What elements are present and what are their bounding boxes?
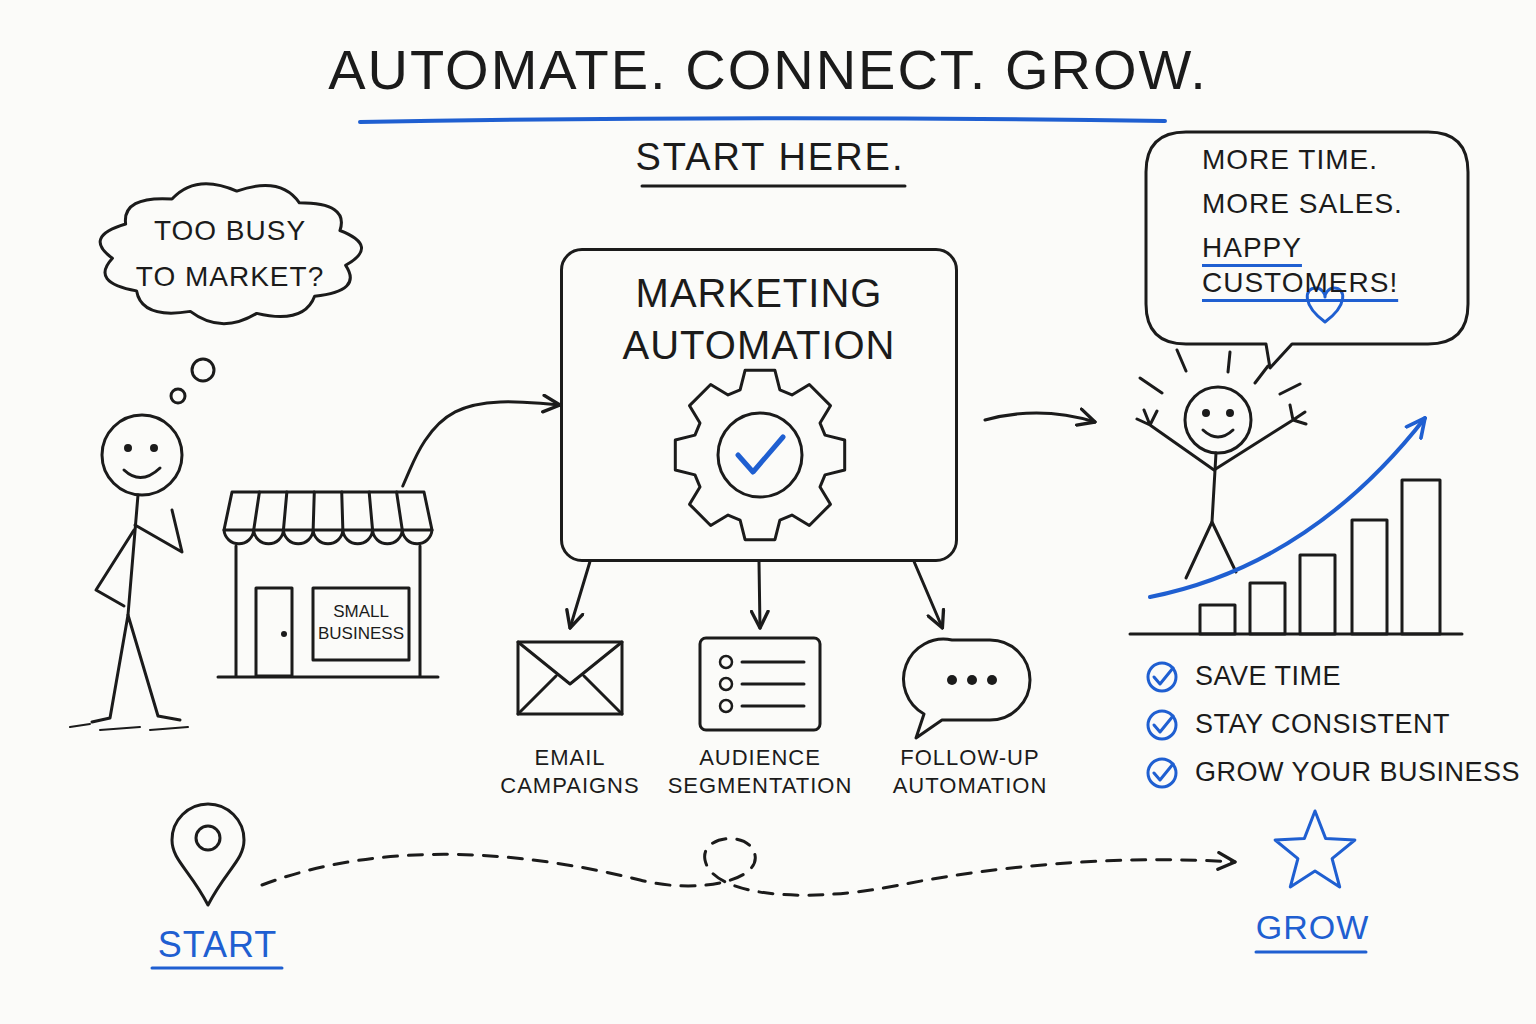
stick-figure-legs bbox=[92, 615, 180, 722]
stick-figure-eye bbox=[126, 446, 131, 451]
speech-text: MORE SALES. bbox=[1202, 186, 1464, 221]
gear-icon bbox=[675, 370, 844, 539]
shop-sign-text: SMALL BUSINESS bbox=[313, 601, 409, 645]
thought-text: TOO BUSY TO MARKET? bbox=[132, 208, 328, 300]
flow-arrow bbox=[759, 562, 760, 628]
check-circle bbox=[1148, 711, 1176, 739]
node-outline bbox=[92, 172, 368, 334]
journey-path bbox=[262, 839, 1235, 896]
thought-dot bbox=[192, 359, 214, 381]
check-mark bbox=[1154, 668, 1173, 684]
shop-walls bbox=[218, 546, 438, 677]
benefit-item: STAY CONSISTENT bbox=[1195, 708, 1450, 742]
subtitle: START HERE. bbox=[580, 134, 960, 182]
stick-figure-smile bbox=[124, 468, 160, 478]
gear-hub bbox=[718, 413, 802, 497]
feature-icon: FOLLOW-UP AUTOMATION bbox=[878, 628, 1062, 806]
happy-figure-legs bbox=[1186, 522, 1236, 578]
chart-bar bbox=[1300, 555, 1335, 634]
speech-text: HAPPY CUSTOMERS! bbox=[1202, 230, 1464, 300]
list-line bbox=[742, 661, 804, 664]
list-line bbox=[742, 683, 804, 686]
chart-bar bbox=[1402, 480, 1440, 634]
awning-stripes bbox=[254, 492, 403, 530]
check-mark bbox=[1154, 716, 1173, 732]
stick-figure-body bbox=[128, 495, 138, 615]
list-line bbox=[742, 705, 804, 708]
list-icon bbox=[700, 638, 820, 730]
chart-bar bbox=[1250, 583, 1285, 634]
node-outline bbox=[218, 486, 438, 682]
stick-figure-head bbox=[102, 415, 182, 495]
happy-figure-body bbox=[1212, 453, 1216, 522]
speech-text: MORE TIME. bbox=[1202, 142, 1464, 177]
shop-door bbox=[256, 588, 292, 676]
shop-sign bbox=[313, 588, 409, 660]
chat-bubble-icon bbox=[904, 639, 1030, 738]
chart-bar bbox=[1352, 520, 1387, 634]
feature-icon: EMAIL CAMPAIGNS bbox=[490, 628, 650, 806]
check-circle bbox=[1148, 663, 1176, 691]
awning-scallops bbox=[224, 530, 432, 544]
envelope-flap bbox=[518, 642, 622, 714]
start-underline bbox=[152, 967, 282, 970]
check-mark bbox=[1154, 764, 1173, 780]
diagram-title: AUTOMATE. CONNECT. GROW. bbox=[268, 36, 1268, 103]
stick-figure-arm bbox=[96, 530, 134, 606]
goal-star bbox=[1275, 811, 1355, 887]
benefit-item: SAVE TIME bbox=[1195, 660, 1341, 694]
grow-underline bbox=[1256, 951, 1366, 954]
feature-label: EMAIL CAMPAIGNS bbox=[490, 744, 650, 799]
flow-arrow bbox=[914, 562, 942, 628]
list-bullet bbox=[720, 656, 732, 668]
happy-figure-eye bbox=[1228, 411, 1233, 416]
gear-outline bbox=[675, 370, 844, 539]
journey-start-label: START bbox=[145, 922, 290, 967]
list-bullet bbox=[720, 678, 732, 690]
feature-label: FOLLOW-UP AUTOMATION bbox=[878, 744, 1062, 799]
process-box: MARKETING AUTOMATION bbox=[560, 248, 958, 562]
happy-figure-arms bbox=[1137, 405, 1306, 470]
chart-bar bbox=[1200, 605, 1235, 634]
speech-bubble bbox=[1146, 132, 1468, 368]
envelope-icon bbox=[518, 642, 622, 714]
typing-dot bbox=[987, 675, 997, 685]
thought-cloud bbox=[100, 184, 361, 324]
title-underline bbox=[360, 118, 1165, 122]
feature-icon: AUDIENCE SEGMENTATION bbox=[652, 628, 868, 806]
location-pin-dot bbox=[196, 826, 220, 850]
typing-dot bbox=[967, 675, 977, 685]
flow-arrow bbox=[570, 562, 590, 628]
stick-figure-arm bbox=[135, 510, 182, 552]
check-mark bbox=[738, 437, 783, 472]
door-knob bbox=[281, 631, 287, 637]
typing-dot bbox=[947, 675, 957, 685]
ground-scribble bbox=[70, 724, 188, 730]
check-circle bbox=[1148, 759, 1176, 787]
journey-end-label: GROW bbox=[1250, 906, 1375, 949]
feature-label: AUDIENCE SEGMENTATION bbox=[652, 744, 868, 799]
flow-arrow bbox=[403, 402, 560, 486]
happy-figure-eye bbox=[1204, 411, 1209, 416]
stick-figure-eye bbox=[152, 446, 157, 451]
benefit-item: GROW YOUR BUSINESS bbox=[1195, 756, 1520, 790]
box-title: MARKETING AUTOMATION bbox=[563, 267, 955, 371]
happy-figure-smile bbox=[1203, 430, 1233, 437]
thought-dot bbox=[171, 389, 185, 403]
thought-cloud: TOO BUSY TO MARKET? bbox=[92, 172, 368, 334]
location-pin bbox=[172, 804, 244, 905]
speech-bubble: MORE TIME. MORE SALES. HAPPY CUSTOMERS! bbox=[1142, 128, 1472, 368]
shop-awning bbox=[224, 492, 432, 530]
list-bullet bbox=[720, 700, 732, 712]
happy-figure-head bbox=[1185, 387, 1251, 453]
shop-building: SMALL BUSINESS bbox=[218, 486, 438, 682]
result-arrow bbox=[985, 413, 1095, 422]
growth-curve bbox=[1150, 418, 1425, 597]
subtitle-underline bbox=[642, 185, 905, 188]
